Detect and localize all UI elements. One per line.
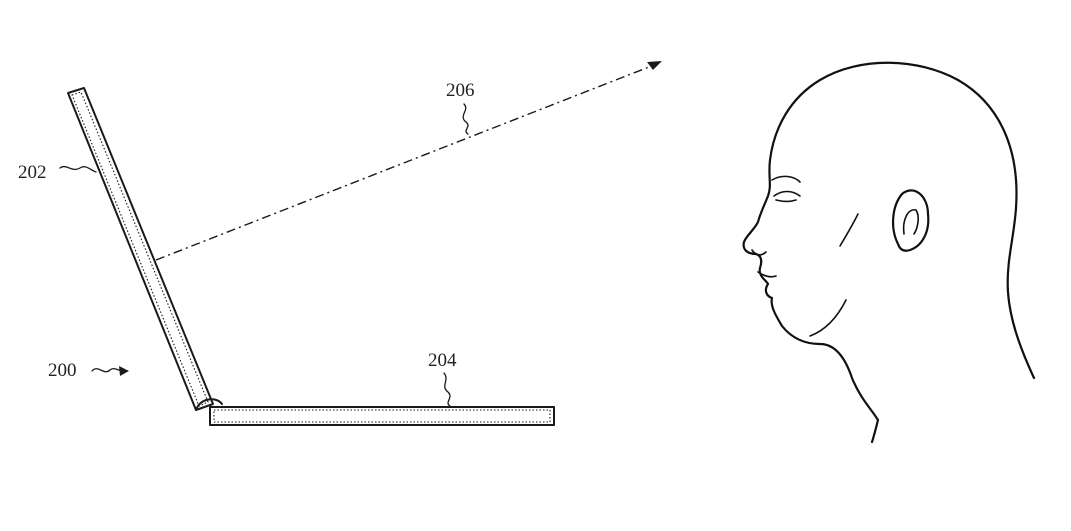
- eye-lower: [775, 199, 797, 203]
- label-202: 202: [18, 162, 47, 183]
- jaw-line: [809, 299, 847, 337]
- mouth: [757, 271, 777, 278]
- cheekbone-line: [839, 213, 859, 247]
- ear-inner: [902, 209, 919, 235]
- user-head: [742, 61, 1036, 444]
- display-panel: [67, 87, 214, 411]
- gaze-ray: [155, 61, 662, 261]
- label-200: 200: [48, 360, 77, 381]
- nostril: [751, 249, 767, 256]
- hinge: [195, 398, 223, 411]
- leader-200-arrowhead: [119, 366, 129, 376]
- ray-arrowhead: [647, 61, 662, 70]
- ear: [892, 189, 930, 252]
- eye: [773, 190, 801, 197]
- leader-202: [59, 165, 97, 173]
- label-206: 206: [446, 80, 475, 101]
- leader-204: [443, 372, 451, 407]
- label-204: 204: [428, 350, 457, 371]
- leader-206: [462, 103, 469, 135]
- laptop-base: [209, 406, 555, 426]
- head-outline: [742, 61, 1036, 444]
- eyebrow: [771, 175, 801, 183]
